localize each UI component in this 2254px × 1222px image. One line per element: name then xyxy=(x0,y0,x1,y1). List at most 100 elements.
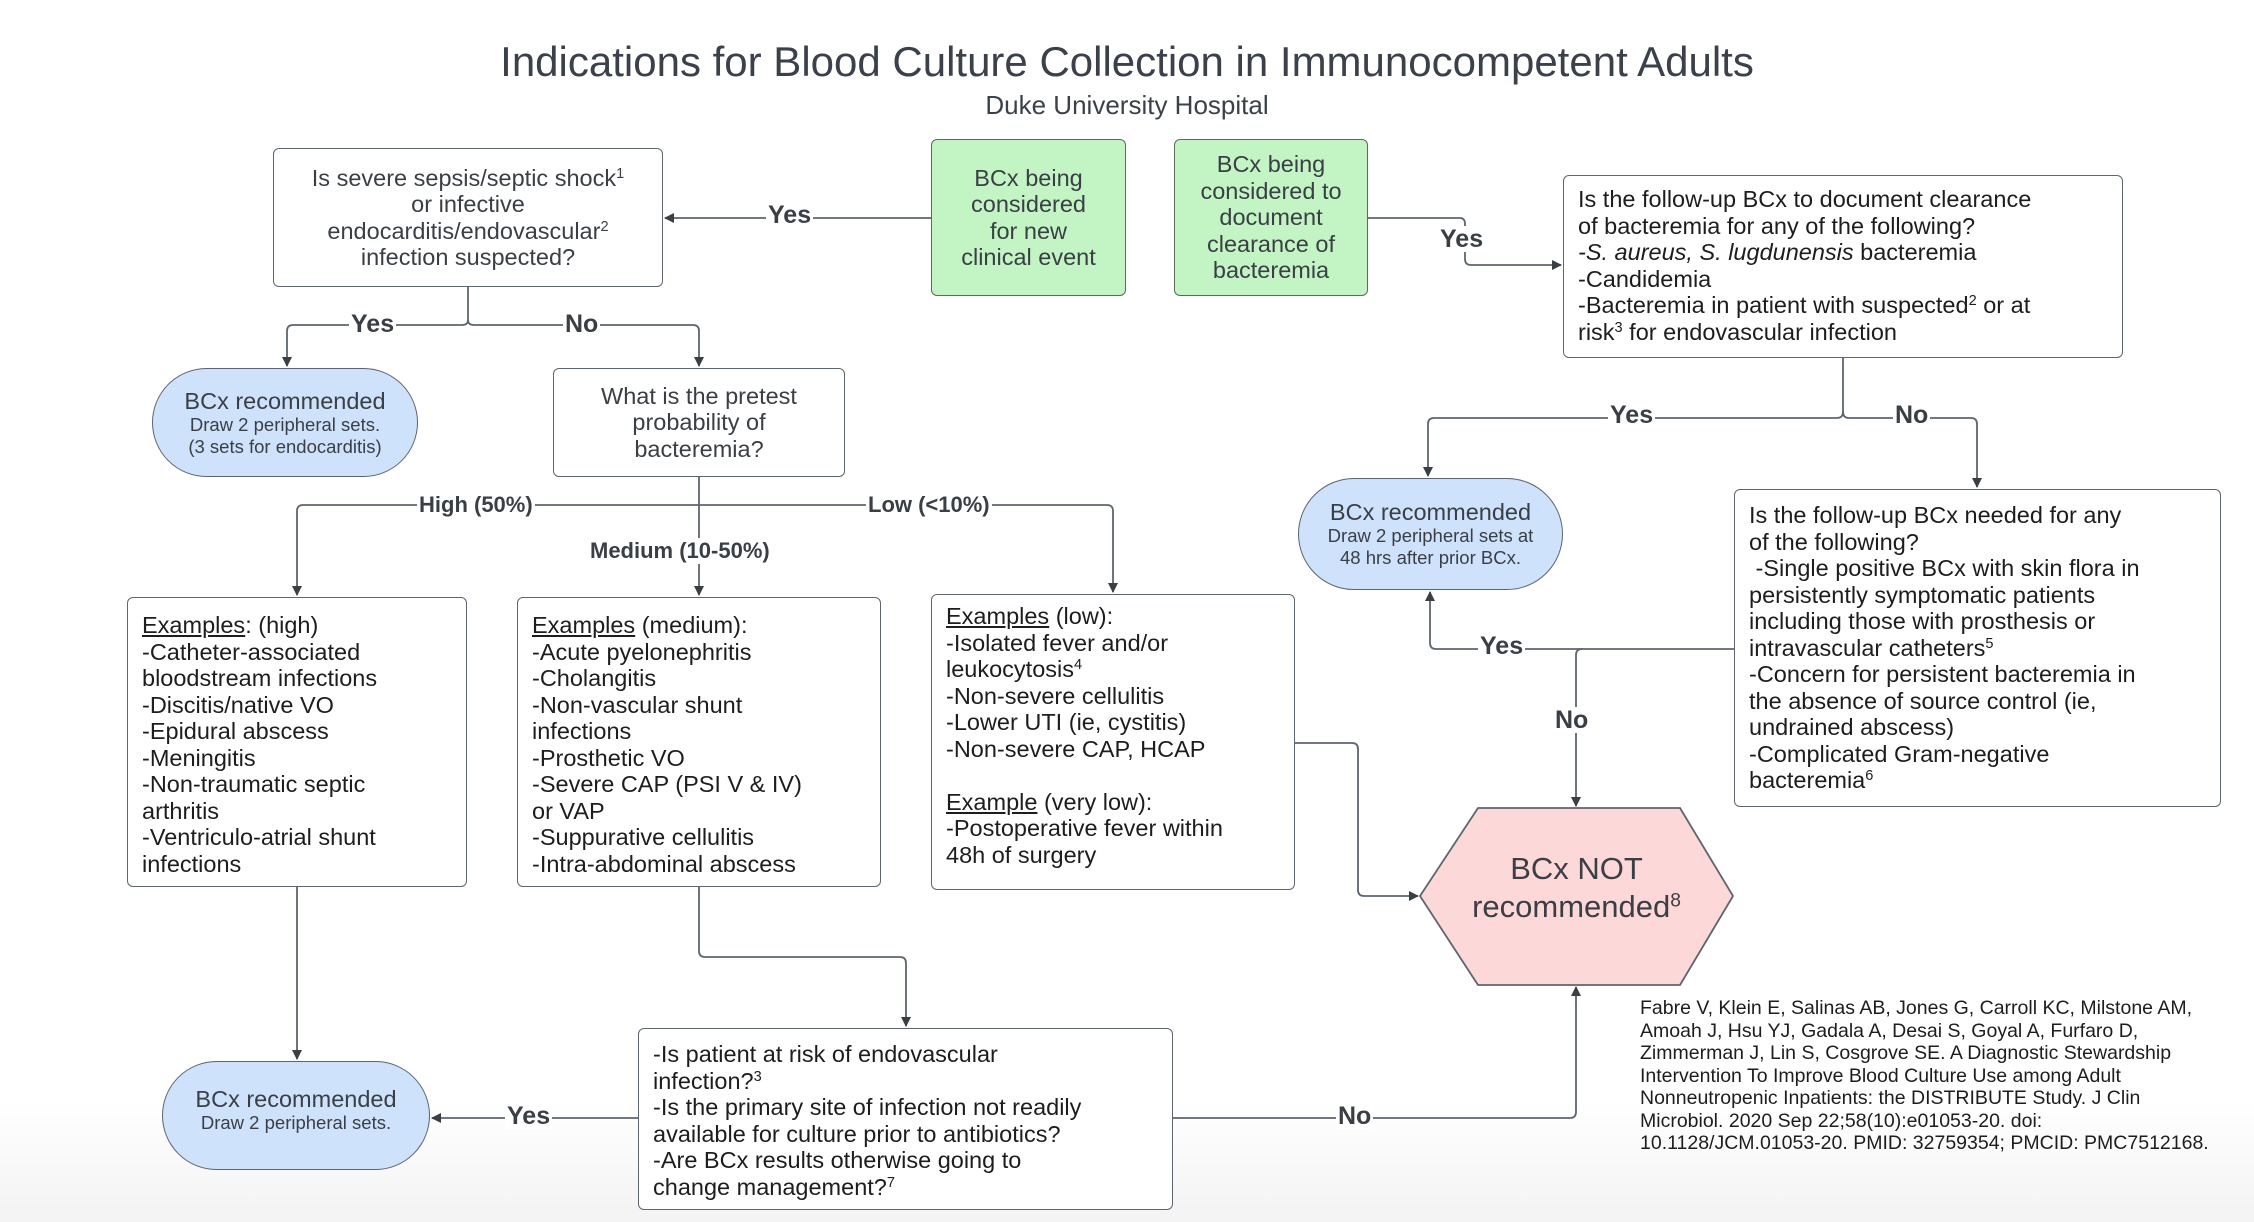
outcome-detail: 48 hrs after prior BCx. xyxy=(1340,547,1521,568)
example-item: bloodstream infections xyxy=(142,665,378,691)
text-line: probability of xyxy=(632,409,766,436)
edge-pretest-high xyxy=(292,504,699,596)
outcome-title: BCx recommended xyxy=(195,1086,397,1112)
example-item: arthritis xyxy=(142,797,220,824)
text-line: bacteremia? xyxy=(634,435,764,462)
criteria-item: undrained abscess) xyxy=(1749,714,1955,740)
text-line: document xyxy=(1219,204,1323,231)
text-line: Is severe sepsis/septic shock1 xyxy=(312,165,624,192)
question-line: infection?3 xyxy=(653,1068,1158,1095)
footnote-ref: 5 xyxy=(1985,635,1994,652)
edge-medium-to-question xyxy=(698,887,911,1027)
text-line: Is the follow-up BCx needed for any xyxy=(1749,502,2122,528)
criteria-item: -Concern for persistent bacteremia in xyxy=(1749,661,2136,687)
question-followup-needed[interactable]: Is the follow-up BCx needed for any of t… xyxy=(1734,489,2221,807)
outcome-bcx-not-recommended[interactable]: BCx NOT recommended8 xyxy=(1420,850,1733,926)
criteria-item: risk3 for endovascular infection xyxy=(1578,319,2108,346)
outcome-bcx-recommended-standard[interactable]: BCx recommended Draw 2 peripheral sets. xyxy=(162,1061,430,1170)
example-item: -Lower UTI (ie, cystitis) xyxy=(946,709,1187,735)
edge-sepsis-yes xyxy=(282,319,469,367)
text: Is severe sepsis/septic shock xyxy=(311,164,617,191)
outcome-detail: Draw 2 peripheral sets. xyxy=(200,1112,392,1133)
text-line: for new xyxy=(989,217,1068,244)
example-item: -Acute pyelonephritis xyxy=(532,638,752,665)
outcome-detail: Draw 2 peripheral sets at xyxy=(1327,525,1534,546)
examples-heading: Examples (medium): xyxy=(532,612,866,639)
heading-text: Examples xyxy=(532,612,636,638)
example-item: infections xyxy=(532,718,632,744)
text-line: clearance of xyxy=(1206,230,1336,257)
heading-text: Examples xyxy=(142,612,246,638)
label-high: High (50%) xyxy=(417,492,535,518)
example-item: -Cholangitis xyxy=(532,665,657,691)
outcome-bcx-recommended-endocarditis[interactable]: BCx recommended Draw 2 peripheral sets. … xyxy=(152,368,418,477)
text-line: of bacteremia for any of the following? xyxy=(1578,212,1976,239)
examples-heading-very-low: Example (very low): xyxy=(946,789,1280,816)
footnote-ref: 4 xyxy=(1074,657,1083,673)
text: bacteremia xyxy=(1749,767,1866,793)
label-no-followup: No xyxy=(1893,401,1931,429)
example-item: -Postoperative fever within xyxy=(946,815,1223,841)
start-document-clearance[interactable]: BCx being considered to document clearan… xyxy=(1174,139,1368,296)
heading-text: Example xyxy=(946,788,1038,815)
criteria-item: bacteremia6 xyxy=(1749,767,2206,794)
question-line: change management?7 xyxy=(653,1174,1158,1201)
text-line: infection suspected? xyxy=(360,244,576,270)
example-item: -Suppurative cellulitis xyxy=(532,824,755,850)
text: intravascular catheters xyxy=(1749,634,1986,661)
footnote-ref: 2 xyxy=(600,218,609,235)
example-item: -Intra-abdominal abscess xyxy=(532,850,796,877)
example-item: -Severe CAP (PSI V & IV) xyxy=(532,771,802,797)
footnote-ref: 6 xyxy=(1865,768,1874,784)
heading-suffix: : (high) xyxy=(245,612,319,638)
question-line: -Are BCx results otherwise going to xyxy=(653,1147,1022,1173)
start-new-clinical-event[interactable]: BCx being considered for new clinical ev… xyxy=(931,139,1126,296)
text-line: BCx being xyxy=(1216,151,1326,178)
outcome-title: BCx recommended xyxy=(184,387,386,414)
criteria-item: -Single positive BCx with skin flora in xyxy=(1749,555,2140,581)
question-line: available for culture prior to antibioti… xyxy=(653,1120,1061,1147)
example-item: -Non-traumatic septic xyxy=(142,771,366,797)
criteria-item: intravascular catheters5 xyxy=(1749,635,2206,662)
text: leukocytosis xyxy=(946,656,1074,682)
example-item: -Ventriculo-atrial shunt xyxy=(142,824,376,850)
criteria-item: persistently symptomatic patients xyxy=(1749,581,2096,608)
outcome-title: BCx NOT xyxy=(1510,851,1643,886)
label-yes-endovascular: Yes xyxy=(505,1102,553,1130)
edge-followup-yes xyxy=(1423,411,1844,477)
text: -Bacteremia in patient with suspected xyxy=(1578,292,1969,318)
outcome-title: recommended8 xyxy=(1420,888,1733,926)
question-sepsis-endocarditis[interactable]: Is severe sepsis/septic shock1 or infect… xyxy=(273,148,663,287)
text-line: What is the pretest xyxy=(601,382,797,409)
not-recommended-hexagon xyxy=(1419,807,1734,986)
text: risk xyxy=(1578,318,1615,345)
criteria-item: -Bacteremia in patient with suspected2 o… xyxy=(1578,292,2108,319)
outcome-detail: Draw 2 peripheral sets. xyxy=(189,413,381,435)
examples-high-probability[interactable]: Examples: (high) -Catheter-associated bl… xyxy=(127,597,467,887)
text-line: considered xyxy=(971,191,1086,217)
heading-text: Examples xyxy=(946,603,1050,629)
example-item: -Non-severe CAP, HCAP xyxy=(946,735,1206,762)
label-low: Low (<10%) xyxy=(866,492,992,518)
example-item: -Isolated fever and/or xyxy=(946,629,1169,656)
examples-medium-probability[interactable]: Examples (medium): -Acute pyelonephritis… xyxy=(517,597,881,887)
example-item: or VAP xyxy=(532,797,605,824)
text: endocarditis/endovascular xyxy=(327,217,601,244)
text-line: endocarditis/endovascular2 xyxy=(327,218,608,245)
examples-low-probability[interactable]: Examples (low): -Isolated fever and/or l… xyxy=(931,594,1295,890)
footnote-ref: 3 xyxy=(753,1068,762,1085)
question-pretest-probability[interactable]: What is the pretest probability of bacte… xyxy=(553,368,845,477)
text-line: bacteremia xyxy=(1212,257,1330,284)
text-line: clinical event xyxy=(961,244,1096,270)
text: change management? xyxy=(653,1173,887,1200)
text-line: of the following? xyxy=(1749,528,1919,555)
text-line: BCx being xyxy=(974,164,1083,191)
example-item: infections xyxy=(142,850,242,877)
question-followup-clearance[interactable]: Is the follow-up BCx to document clearan… xyxy=(1563,175,2123,358)
page-title: Indications for Blood Culture Collection… xyxy=(500,38,1754,85)
label-no-endovascular: No xyxy=(1336,1102,1374,1130)
outcome-bcx-recommended-48h[interactable]: BCx recommended Draw 2 peripheral sets a… xyxy=(1298,478,1563,590)
question-endovascular-risk[interactable]: -Is patient at risk of endovascular infe… xyxy=(638,1028,1173,1210)
example-item: 48h of surgery xyxy=(946,841,1097,868)
text: or at xyxy=(1976,292,2031,318)
